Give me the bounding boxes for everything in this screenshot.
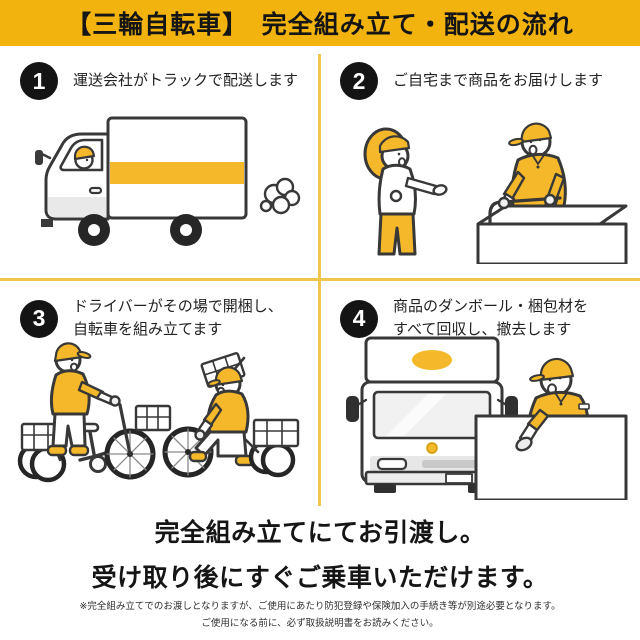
closing-line-1: 完全組み立てにてお引渡し。 xyxy=(145,512,496,550)
footnote: ※完全組み立てでのお渡しとなりますが、ご使用にあたり防犯登録や保険加入の手続き等… xyxy=(0,598,640,632)
closing-banner: 完全組み立てにてお引渡し。 受け取り後にすぐご乗車いただけます。 xyxy=(0,510,640,592)
step-3-heading: 3 ドライバーがその場で開梱し、 自転車を組み立てます xyxy=(20,296,320,341)
step-2-caption: ご自宅まで商品をお届けします xyxy=(393,71,604,89)
step-cell-3: 3 ドライバーがその場で開梱し、 自転車を組み立てます xyxy=(0,280,320,510)
step-4-number-badge: 4 xyxy=(340,299,378,338)
step-3-caption: ドライバーがその場で開梱し、 自転車を組み立てます xyxy=(73,298,283,338)
step-cell-1: 1 運送会社がトラックで配送します xyxy=(0,46,320,280)
divider-horizontal xyxy=(0,278,640,281)
footnote-line-2: ご使用になる前に、必ず取扱説明書をお読みください。 xyxy=(201,618,439,630)
step-2-heading: 2 ご自宅まで商品をお届けします xyxy=(340,62,640,100)
step-cell-2: 2 ご自宅まで商品をお届けします xyxy=(320,46,640,280)
step-3-number-badge: 3 xyxy=(20,299,58,338)
tricycle-assembly-illustration xyxy=(8,332,308,500)
footnote-line-1: ※完全組み立てでのお渡しとなりますが、ご使用にあたり防犯登録や保険加入の手続き等… xyxy=(79,601,561,612)
steps-grid: 1 運送会社がトラックで配送します xyxy=(0,46,640,510)
step-cell-4: 4 商品のダンボール・梱包材を すべて回収し、撤去します xyxy=(320,280,640,510)
step-4-heading: 4 商品のダンボール・梱包材を すべて回収し、撤去します xyxy=(340,296,640,341)
step-4-caption: 商品のダンボール・梱包材を すべて回収し、撤去します xyxy=(393,298,589,338)
step-1-heading: 1 運送会社がトラックで配送します xyxy=(20,62,320,100)
step-2-number-badge: 2 xyxy=(340,62,378,100)
header-banner: 【三輪自転車】 完全組み立て・配送の流れ xyxy=(0,0,640,46)
step-1-number-badge: 1 xyxy=(20,62,58,100)
delivery-truck-illustration xyxy=(8,104,308,264)
home-delivery-illustration xyxy=(328,104,628,264)
step-1-caption: 運送会社がトラックで配送します xyxy=(73,71,299,89)
page-title: 【三輪自転車】 完全組み立て・配送の流れ xyxy=(66,11,574,39)
closing-line-2: 受け取り後にすぐご乗車いただけます。 xyxy=(82,557,559,595)
packaging-removal-illustration xyxy=(328,332,628,500)
